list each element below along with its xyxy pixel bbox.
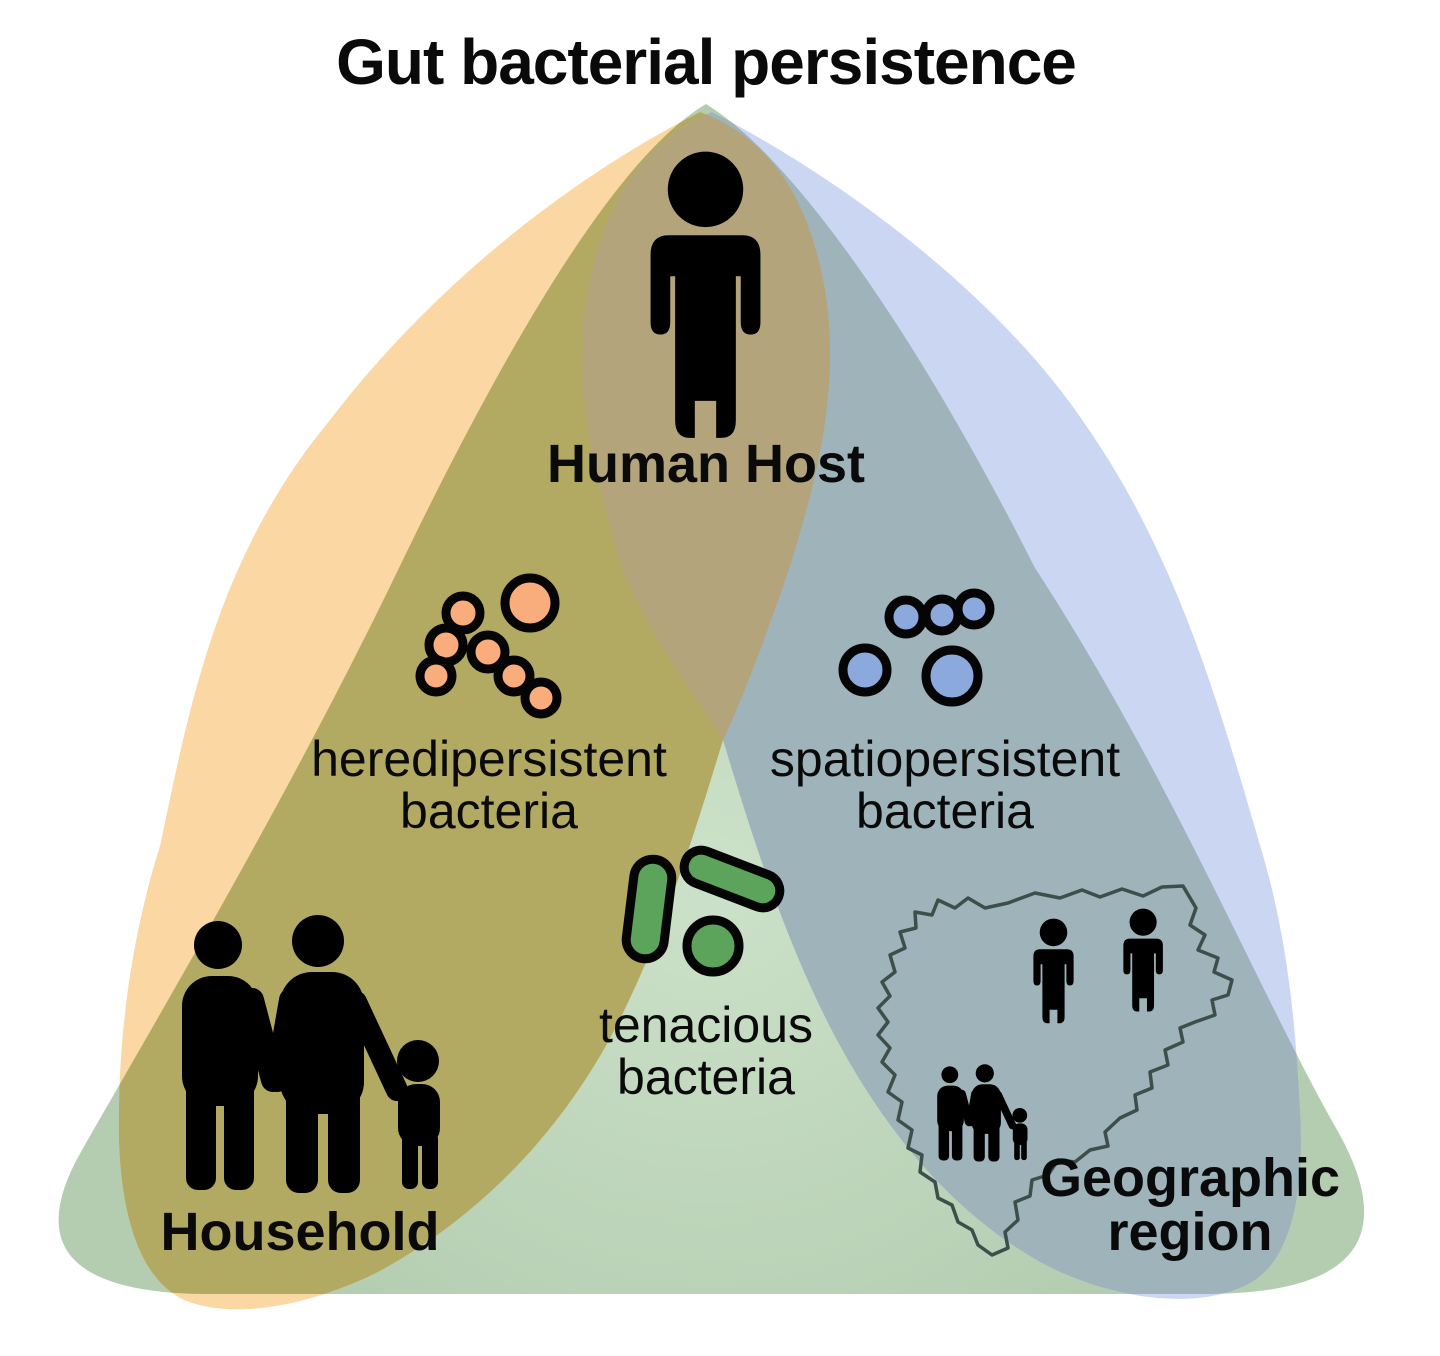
tenacious-label-line2: bacteria [617,1049,795,1105]
geographic-label-line2: region [1107,1202,1272,1262]
human-host-label: Human Host [547,434,865,494]
heredipersistent-label-line2: bacteria [400,783,578,839]
spatiopersistent-label-line2: bacteria [856,783,1034,839]
heredipersistent-label-line1: heredipersistent [311,731,667,787]
household-label: Household [161,1202,440,1262]
heredipersistent-bacteria-icon [415,573,562,719]
region-map-outline [876,884,1234,1257]
spatiopersistent-bacteria-icon [838,588,995,707]
figure-title: Gut bacterial persistence [336,26,1076,98]
geographic-label-line1: Geographic [1040,1148,1340,1208]
tenacious-label-line1: tenacious [599,997,813,1053]
tenacious-bacteria-icon [621,845,785,977]
spatiopersistent-label-line1: spatiopersistent [770,731,1120,787]
